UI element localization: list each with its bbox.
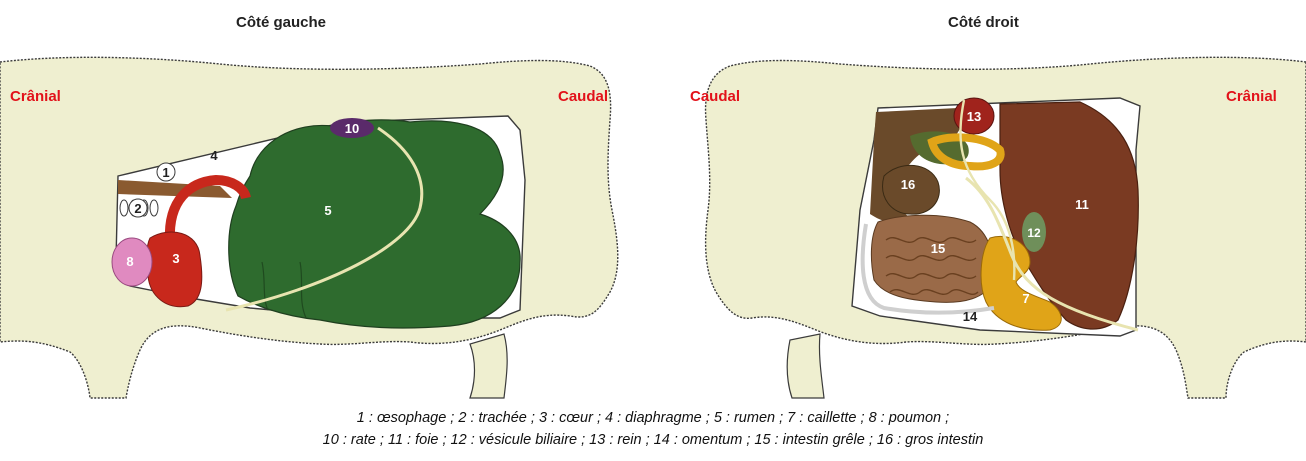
marker-11: 11 (1075, 197, 1089, 212)
legend-line-2: 10 : rate ; 11 : foie ; 12 : vésicule bi… (0, 432, 1306, 448)
marker-13: 13 (967, 109, 981, 124)
marker-15: 15 (931, 241, 945, 256)
right-caudal-label: Caudal (690, 88, 740, 105)
marker-14: 14 (963, 309, 978, 324)
marker-12: 12 (1027, 226, 1041, 240)
right-side-diagram: 13 11 12 16 15 7 14 (0, 0, 1306, 400)
marker-16: 16 (901, 177, 915, 192)
legend-line-1: 1 : œsophage ; 2 : trachée ; 3 : cœur ; … (0, 410, 1306, 426)
marker-7: 7 (1022, 291, 1029, 306)
right-leg (787, 334, 824, 398)
right-cranial-label: Crânial (1226, 88, 1277, 105)
